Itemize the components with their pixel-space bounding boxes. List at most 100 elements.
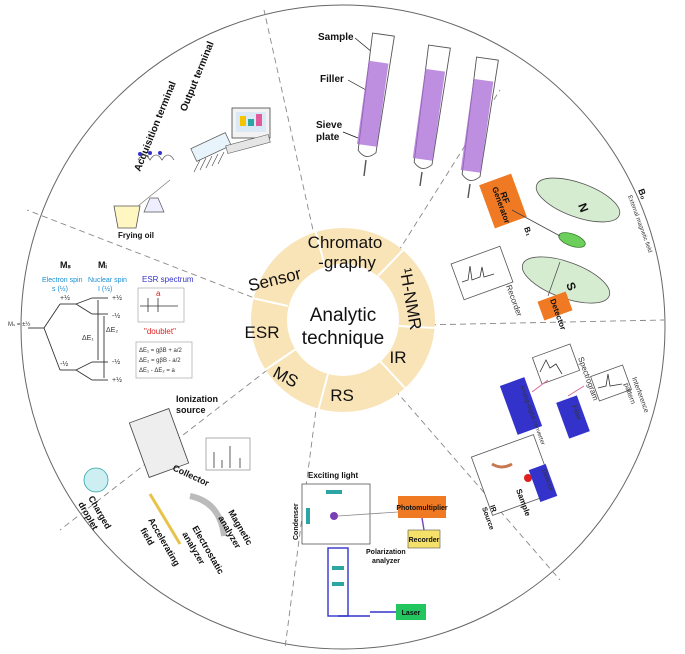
filler-label: Filler (320, 74, 344, 85)
b1-label: B₁ (522, 226, 534, 238)
ms-pm-label: Mₛ = ±½ (8, 321, 30, 328)
ir-mirror (491, 462, 513, 469)
coil-wire (511, 209, 561, 237)
segment-esr: ESR (245, 323, 280, 342)
b0-label: B₀ (636, 187, 649, 200)
polarization-label-1: Polarization (366, 549, 406, 556)
rf-generator-box (479, 173, 527, 229)
frying-oil-beaker (113, 205, 141, 229)
screen-bar-teal (248, 119, 254, 126)
polarization-label-2: analyzer (372, 558, 400, 565)
esr-eq3: ΔE₁ - ΔE₂ = a (139, 368, 176, 374)
rs-beam (337, 511, 399, 517)
nuclear-spin-value: I (½) (98, 285, 112, 293)
sieve-label-2: plate (316, 132, 340, 143)
ms-peaks (213, 446, 241, 468)
ms-header: Mₛ (60, 260, 71, 270)
interference-box (590, 364, 632, 402)
esr-a-label: a (156, 289, 161, 298)
esr-spectrum-title: ESR spectrum (142, 275, 194, 284)
adc-box (499, 377, 543, 435)
nmr-panel: RF Generator N S B₀ External magnetic fi… (450, 173, 653, 331)
sieve-pointer (342, 131, 359, 139)
ms-plus-half: +½ (60, 294, 70, 302)
sample-label: Sample (318, 32, 354, 43)
esr-equation-box (135, 341, 193, 379)
sensor-array (137, 154, 175, 161)
screen-bar-yellow (240, 116, 246, 126)
center-title-line2: technique (302, 328, 384, 349)
condenser-label: Condenser (293, 503, 300, 540)
sample-flask (143, 197, 165, 213)
esr-energy-levels (28, 297, 108, 381)
sensor-pins (193, 151, 225, 173)
delta-e1-label: ΔE₁ (82, 335, 94, 342)
photomultiplier-box (398, 496, 446, 518)
column-1 (357, 32, 395, 177)
rs-sample-dot (330, 512, 338, 520)
ir-apparatus-frame (470, 434, 556, 516)
computer-keyboard (225, 134, 271, 154)
ionization-label-2: source (176, 405, 206, 415)
ir-detector-box (528, 463, 558, 503)
center-title-line1: Analytic (310, 305, 377, 326)
spectrogram-trace (539, 359, 563, 375)
tube-line (137, 179, 171, 207)
rs-panel: Exciting light Condenser Photomultiplier… (293, 471, 448, 620)
ir-arrows (531, 379, 585, 397)
rs-mirror-top (326, 490, 342, 494)
sensor-dot-1 (138, 152, 142, 156)
laser-lens-1 (332, 566, 344, 570)
rs-mirror-left (306, 508, 310, 524)
mi-plus-half-top: +½ (112, 294, 122, 302)
electron-spin-label: Electron spin (42, 277, 83, 284)
esr-panel: Mₛ Mᵢ Electron spin s (½) Nuclear spin I… (8, 260, 194, 384)
esr-eq1: ΔE₁ = gβB + a/2 (139, 348, 183, 354)
divider-lines (26, 9, 665, 649)
detector-box (537, 291, 573, 321)
column-2 (412, 44, 451, 187)
delta-e2-label: ΔE₂ (106, 327, 118, 334)
screen-bar-pink (256, 114, 262, 126)
ms-minus-half: -½ (60, 360, 68, 368)
electron-spin-value: s (½) (52, 285, 68, 293)
detector-wire (547, 261, 561, 297)
sensor-dot-3 (158, 151, 162, 155)
ir-source-label-1: IR (488, 504, 497, 513)
sensor-board (190, 132, 232, 162)
segment-rs: RS (330, 386, 354, 405)
sensor-dot-2 (148, 151, 152, 155)
rf-label: RF (498, 190, 512, 205)
ir-sample-dot (524, 474, 532, 482)
frying-oil-label: Frying oil (118, 231, 154, 240)
magnet-north (535, 177, 621, 223)
laser-lens-2 (332, 582, 344, 586)
sample-pointer (354, 37, 373, 53)
magnetic-sector (189, 493, 227, 537)
mi-header: Mᵢ (98, 260, 107, 270)
exciting-light-label: Exciting light (308, 471, 359, 480)
recorder-screen (450, 245, 514, 301)
ms-spectrum (205, 437, 251, 471)
nmr-peaks (461, 265, 495, 283)
nuclear-spin-label: Nuclear spin (88, 277, 127, 284)
mi-plus-half-bottom: +½ (112, 376, 122, 384)
filler-pointer (347, 79, 367, 91)
ionization-chamber (128, 408, 190, 478)
laser-label: Laser (402, 610, 421, 617)
esr-spectrum-box (137, 287, 185, 323)
segment-chromatography-1: Chromato (308, 233, 383, 252)
interference-trace (597, 373, 623, 389)
segment-ir: IR (390, 348, 407, 367)
esr-eq2: ΔE₂ = gβB - a/2 (139, 358, 181, 364)
ring-dividers (251, 228, 436, 412)
column-3 (460, 56, 499, 199)
filter-box (556, 395, 590, 439)
rs-pm-link (421, 517, 425, 531)
esr-doublet-trace (140, 298, 178, 312)
laser-box (396, 604, 426, 620)
recorder-label-rs: Recorder (409, 537, 440, 544)
doublet-label: "doublet" (144, 327, 176, 336)
